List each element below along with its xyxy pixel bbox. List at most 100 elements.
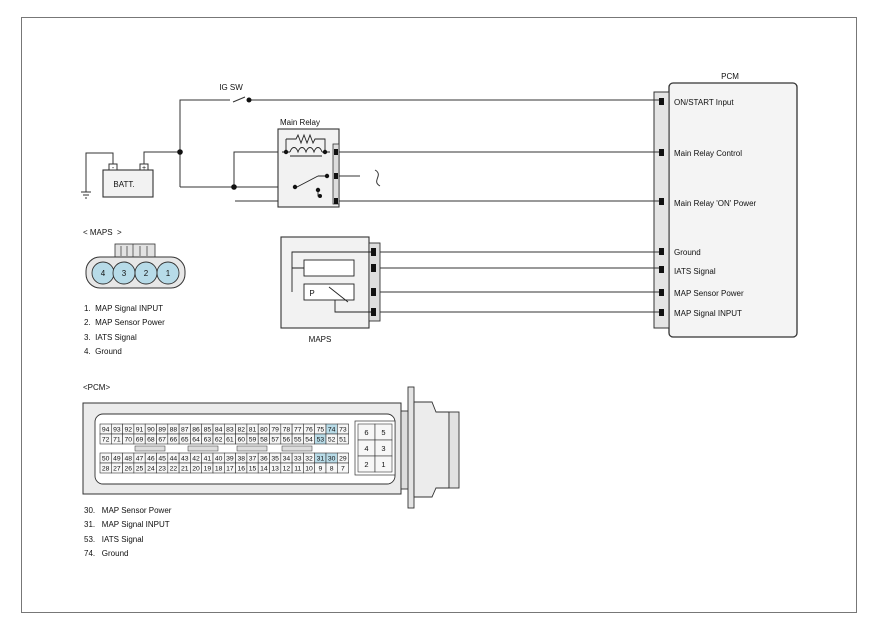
main-relay-label: Main Relay	[280, 118, 320, 127]
pcm-pin-number: 21	[181, 466, 189, 473]
pcm-pin-number: 7	[341, 466, 345, 473]
pcm-pin-number: 15	[249, 466, 257, 473]
pcm-pin-number: 58	[260, 437, 268, 444]
maps-legend-item: 4. Ground	[84, 347, 122, 356]
pcm-pin-number: 51	[339, 437, 347, 444]
pcm-pin-number: 92	[124, 427, 132, 434]
pcm-terminal	[659, 98, 664, 105]
pcm-pin-number: 76	[305, 427, 313, 434]
pcm-pin-number: 60	[237, 437, 245, 444]
pcm-pin-number: 53	[317, 437, 325, 444]
battery-label: BATT.	[113, 180, 134, 189]
pcm-pin-number: 68	[147, 437, 155, 444]
pcm-pin-number: 10	[305, 466, 313, 473]
pcm-pin-number: 38	[237, 456, 245, 463]
pcm-pin-number: 79	[271, 427, 279, 434]
pcm-pin-number: 14	[260, 466, 268, 473]
pcm-pin-number: 75	[317, 427, 325, 434]
main-relay-body	[277, 128, 340, 208]
relay-resistor	[286, 133, 326, 152]
pcm-pin-number: 19	[204, 466, 212, 473]
pcm-legend: 30. MAP Sensor Power 31. MAP Signal INPU…	[84, 506, 172, 558]
relay-pin	[334, 173, 338, 179]
pcm-small-pin-number: 3	[381, 444, 385, 453]
battery-minus-sign: -	[112, 165, 115, 172]
pcm-small-pin-number: 5	[381, 428, 385, 437]
pcm-terminal	[659, 309, 664, 316]
pcm-pin-number: 72	[102, 437, 110, 444]
maps-sensor-pins	[371, 248, 376, 316]
pcm-pin-number: 85	[204, 427, 212, 434]
pcm-pin-number: 48	[124, 456, 132, 463]
pcm-pin-number: 87	[181, 427, 189, 434]
pcm-pin-number: 36	[260, 456, 268, 463]
relay-contact-dot	[283, 149, 289, 155]
pcm-pin-number: 91	[136, 427, 144, 434]
relay-contact-dot	[318, 194, 322, 198]
relay-contact-dot	[322, 149, 328, 155]
maps-pressure-element	[303, 283, 355, 301]
pcm-pin-number: 11	[294, 466, 301, 473]
pcm-pin-label: Main Relay Control	[674, 149, 742, 158]
pcm-pin-terminals	[659, 98, 664, 316]
pcm-pin-number: 13	[271, 466, 279, 473]
pcm-pin-number: 62	[215, 437, 223, 444]
pcm-connector-key	[236, 445, 268, 452]
junction-dot	[177, 149, 183, 155]
maps-pin-number: 3	[122, 269, 127, 278]
pcm-pin-number: 50	[102, 456, 110, 463]
pcm-pin-number: 24	[147, 466, 155, 473]
pcm-pin-number: 71	[113, 437, 121, 444]
pcm-pin-number: 70	[124, 437, 132, 444]
battery-positive-wire	[143, 151, 180, 170]
pcm-pin-label: MAP Sensor Power	[674, 289, 744, 298]
maps-connector-latch-lines	[120, 244, 148, 258]
pcm-pin-number: 42	[192, 456, 200, 463]
pcm-pin-number: 67	[158, 437, 166, 444]
pcm-pin-number: 80	[260, 427, 268, 434]
relay-pin	[334, 198, 338, 204]
pcm-pin-number: 17	[226, 466, 234, 473]
maps-pin-number: 4	[101, 269, 106, 278]
pcm-terminal	[659, 289, 664, 296]
pcm-pin-label: Main Relay 'ON' Power	[674, 199, 757, 208]
pcm-pin-number: 33	[294, 456, 302, 463]
pcm-pin-number: 44	[170, 456, 178, 463]
maps-pin-number: 1	[166, 269, 171, 278]
maps-sensor-connector	[368, 242, 381, 322]
maps-legend-item: 1. MAP Signal INPUT	[84, 304, 163, 313]
pcm-small-pin-number: 4	[364, 444, 368, 453]
pcm-pin-number: 43	[181, 456, 189, 463]
pcm-pin-number: 55	[294, 437, 302, 444]
battery-body	[102, 169, 154, 198]
maps-iats-element	[303, 259, 355, 277]
ig-sw-wire	[179, 99, 230, 187]
relay-pin	[334, 149, 338, 155]
pcm-pin-number: 64	[192, 437, 200, 444]
maps-connector-pin-1	[156, 261, 180, 285]
maps-legend: 1. MAP Signal INPUT 2. MAP Sensor Power …	[84, 304, 165, 356]
junction-dot	[246, 97, 252, 103]
pcm-pin-number: 32	[305, 456, 313, 463]
pcm-connector-title: <PCM>	[83, 383, 110, 392]
pcm-pin-labels: ON/START Input Main Relay Control Main R…	[674, 98, 757, 318]
ig-sw-label: IG SW	[219, 83, 243, 92]
pcm-pin-number: 23	[158, 466, 166, 473]
pcm-pin-number: 22	[170, 466, 178, 473]
pcm-connector-flange	[407, 386, 415, 509]
battery-plus-sign: +	[142, 165, 146, 172]
pcm-terminal	[659, 198, 664, 205]
pcm-pin-label: Ground	[674, 248, 701, 257]
pcm-small-pin-number: 2	[364, 460, 368, 469]
pcm-pin-number: 40	[215, 456, 223, 463]
pcm-pin-number: 27	[113, 466, 121, 473]
pcm-pin-label: IATS Signal	[674, 267, 716, 276]
pcm-pin-number: 20	[192, 466, 200, 473]
pcm-pin-number: 47	[136, 456, 144, 463]
pcm-pin-number: 49	[113, 456, 121, 463]
pcm-pin-number: 57	[271, 437, 279, 444]
pcm-body	[668, 82, 798, 338]
pcm-pin-number: 41	[204, 456, 212, 463]
maps-legend-item: 2. MAP Sensor Power	[84, 318, 165, 327]
